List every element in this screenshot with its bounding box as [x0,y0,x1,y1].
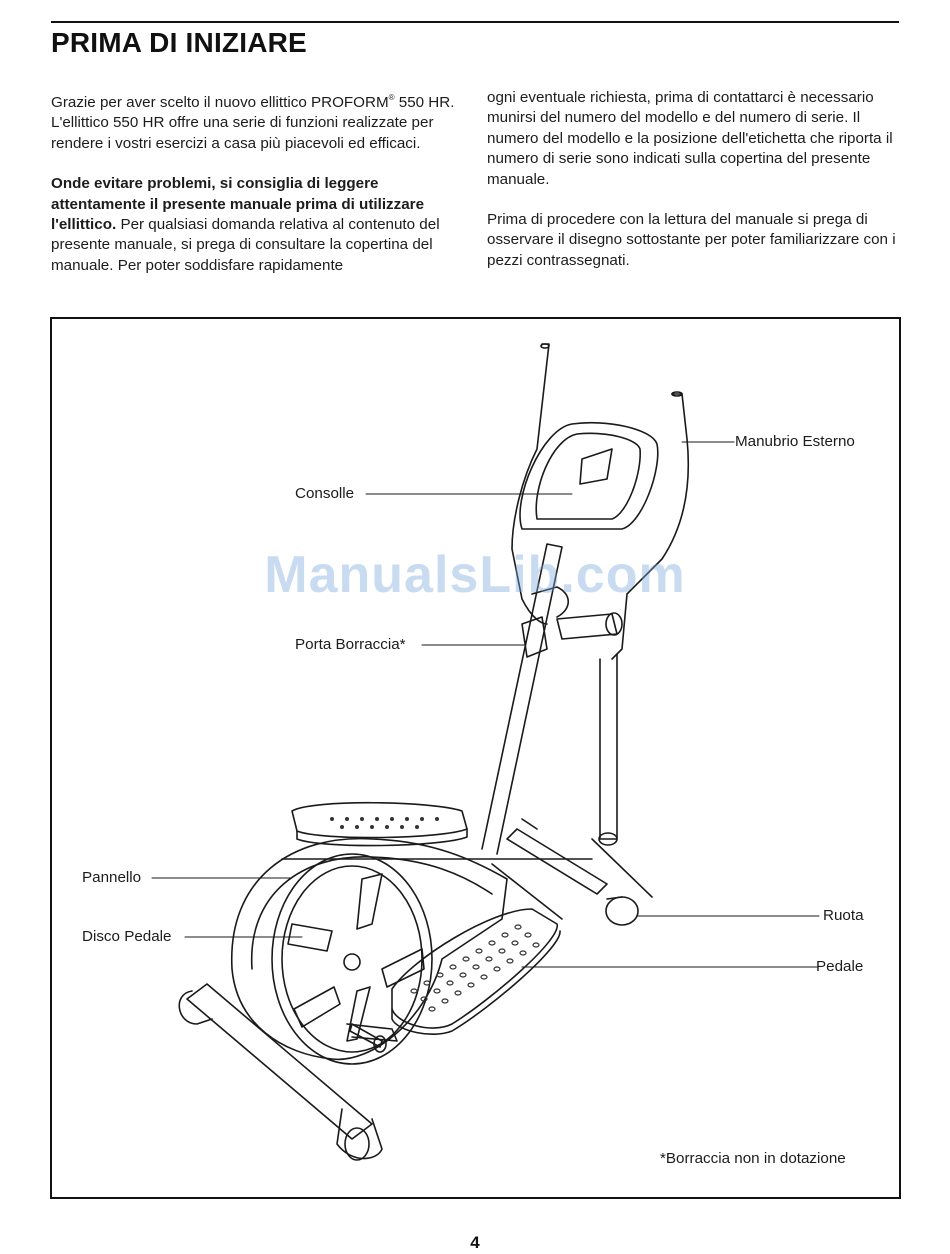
intro-paragraph-1: Grazie per aver scelto il nuovo ellittic… [51,88,463,154]
label-console: Consolle [295,485,355,502]
label-panel: Pannello [82,869,142,886]
drawing-intro-paragraph: Prima di procedere con la lettura del ma… [487,211,896,269]
label-outer-handlebar: Manubrio Esterno [735,433,855,450]
label-wheel: Ruota [823,907,864,924]
crank-arm [349,1023,383,1048]
intro-right-column: ogni eventuale richiesta, prima di conta… [487,88,899,291]
rear-stabilizer [178,983,383,1161]
bottle-holder [521,586,570,658]
top-rule [51,21,899,23]
label-pedal-disc: Disco Pedale [82,928,172,945]
intro-paragraph-2: Onde evitare problemi, si consiglia di l… [51,174,463,276]
figure-box: Manubrio Esterno Consolle Porta Borracci… [50,317,901,1199]
console [519,421,659,530]
crank-knob [373,1035,387,1053]
elliptical-drawing [151,343,820,1161]
warning-bold-text: Onde evitare problemi, si consiglia di l… [51,175,425,234]
page-title: PRIMA DI INIZIARE [51,27,307,58]
model-number-paragraph: ogni eventuale richiesta, prima di conta… [487,89,893,188]
label-pedal: Pedale [816,958,864,975]
inner-handle [556,612,623,640]
rear-pedal [291,801,468,847]
label-bottle-holder: Porta Borraccia* [295,636,406,653]
front-pedal [391,908,561,1035]
front-wheel [591,838,653,926]
registered-mark: ® [388,93,395,102]
contact-text: Per qualsiasi domanda relativa al conten… [51,216,440,274]
leader-lines [151,441,820,968]
flywheel-shroud [231,837,508,1061]
upright-post [481,543,563,855]
intro-left-column: Grazie per aver scelto il nuovo ellittic… [51,88,463,296]
watermark: ManualsLib.com [264,546,686,604]
main-frame [281,828,608,920]
page-number: 4 [470,1233,480,1252]
intro-thanks-text: Grazie per aver scelto il nuovo ellittic… [51,94,389,111]
intro-features-text: 550 HR. L'ellittico 550 HR offre una ser… [51,94,455,152]
outer-handlebar [511,343,690,846]
footnote: *Borraccia non in dotazione [660,1150,846,1167]
